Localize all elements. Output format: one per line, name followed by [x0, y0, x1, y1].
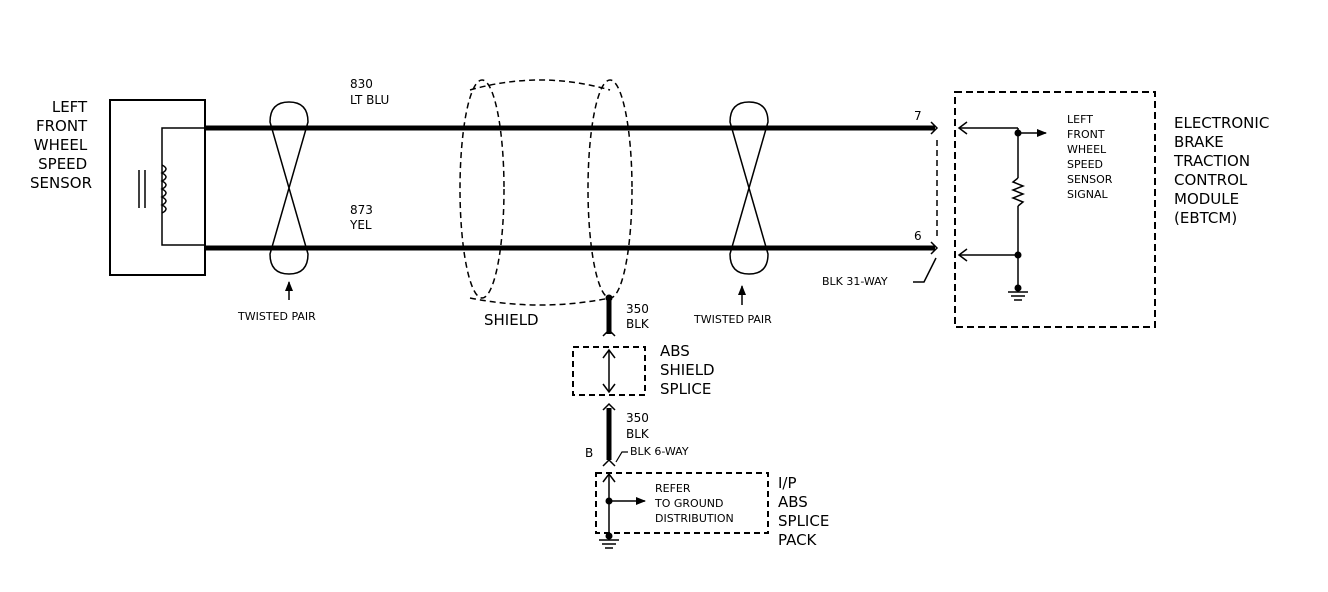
ground-wire-1-terminal-icon	[602, 328, 616, 337]
shield-drain-terminal-icon	[605, 294, 613, 302]
splice-pack-internal	[602, 472, 646, 540]
ground-symbol-icon	[599, 539, 619, 549]
ebtcm-label: ELECTRONIC BRAKE TRACTION CONTROL MODULE…	[1173, 114, 1274, 227]
sensor-label: LEFT FRONT WHEEL SPEED SENSOR	[30, 98, 92, 192]
splice-pack-junction-icon	[605, 497, 613, 505]
abs-shield-splice-box	[572, 346, 646, 396]
wire-top-circuit: 830	[350, 77, 373, 91]
splice-pack-ground-terminal-icon	[605, 532, 613, 540]
ebtcm-ground-terminal-icon	[1014, 284, 1022, 292]
ebtcm-box	[954, 91, 1156, 328]
splice-pack-refer-text: REFER TO GROUND DISTRIBUTION	[654, 482, 734, 525]
pin-7-label: 7	[914, 109, 922, 123]
twisted-pair-2-label: TWISTED PAIR	[693, 313, 772, 326]
twisted-pair-1-label: TWISTED PAIR	[237, 310, 316, 323]
ground-wire-2-circuit: 350	[626, 411, 649, 425]
ebtcm-internal-circuit	[957, 121, 1047, 301]
ebtcm-junction-top-icon	[1014, 129, 1022, 137]
wheel-speed-sensor	[109, 99, 206, 276]
connector-6way-leader	[615, 451, 628, 463]
twisted-pair-1	[269, 101, 309, 300]
pin-6-label: 6	[914, 229, 922, 243]
wire-bottom-circuit: 873	[350, 203, 373, 217]
abs-shield-splice-label: ABS SHIELD SPLICE	[660, 342, 719, 398]
ebtcm-junction-bottom-icon	[1014, 251, 1022, 259]
connector-6way-terminal-icon	[602, 458, 616, 467]
shield-label: SHIELD	[484, 311, 539, 329]
shield	[459, 79, 633, 306]
sensor-coil-icon	[138, 164, 167, 214]
twisted-pair-2	[729, 101, 769, 305]
connector-31way	[913, 121, 939, 283]
ground-wire-2-top-terminal-icon	[602, 402, 616, 411]
ground-wire-1-color: BLK	[626, 317, 650, 331]
connector-31way-label: BLK 31-WAY	[822, 275, 888, 288]
ground-wire-1-circuit: 350	[626, 302, 649, 316]
ground-wire-2-color: BLK	[626, 427, 650, 441]
connector-6way-label: BLK 6-WAY	[630, 445, 689, 458]
wire-top-color: LT BLU	[350, 93, 389, 107]
splice-pack-label: I/P ABS SPLICE PACK	[778, 474, 834, 549]
splice-arrows-icon	[602, 348, 616, 394]
splice-pack-box	[595, 472, 769, 534]
ebtcm-signal-label: LEFT FRONT WHEEL SPEED SENSOR SIGNAL	[1067, 113, 1116, 201]
wire-bottom-color: YEL	[349, 218, 372, 232]
connector-6way-pin: B	[585, 446, 593, 460]
